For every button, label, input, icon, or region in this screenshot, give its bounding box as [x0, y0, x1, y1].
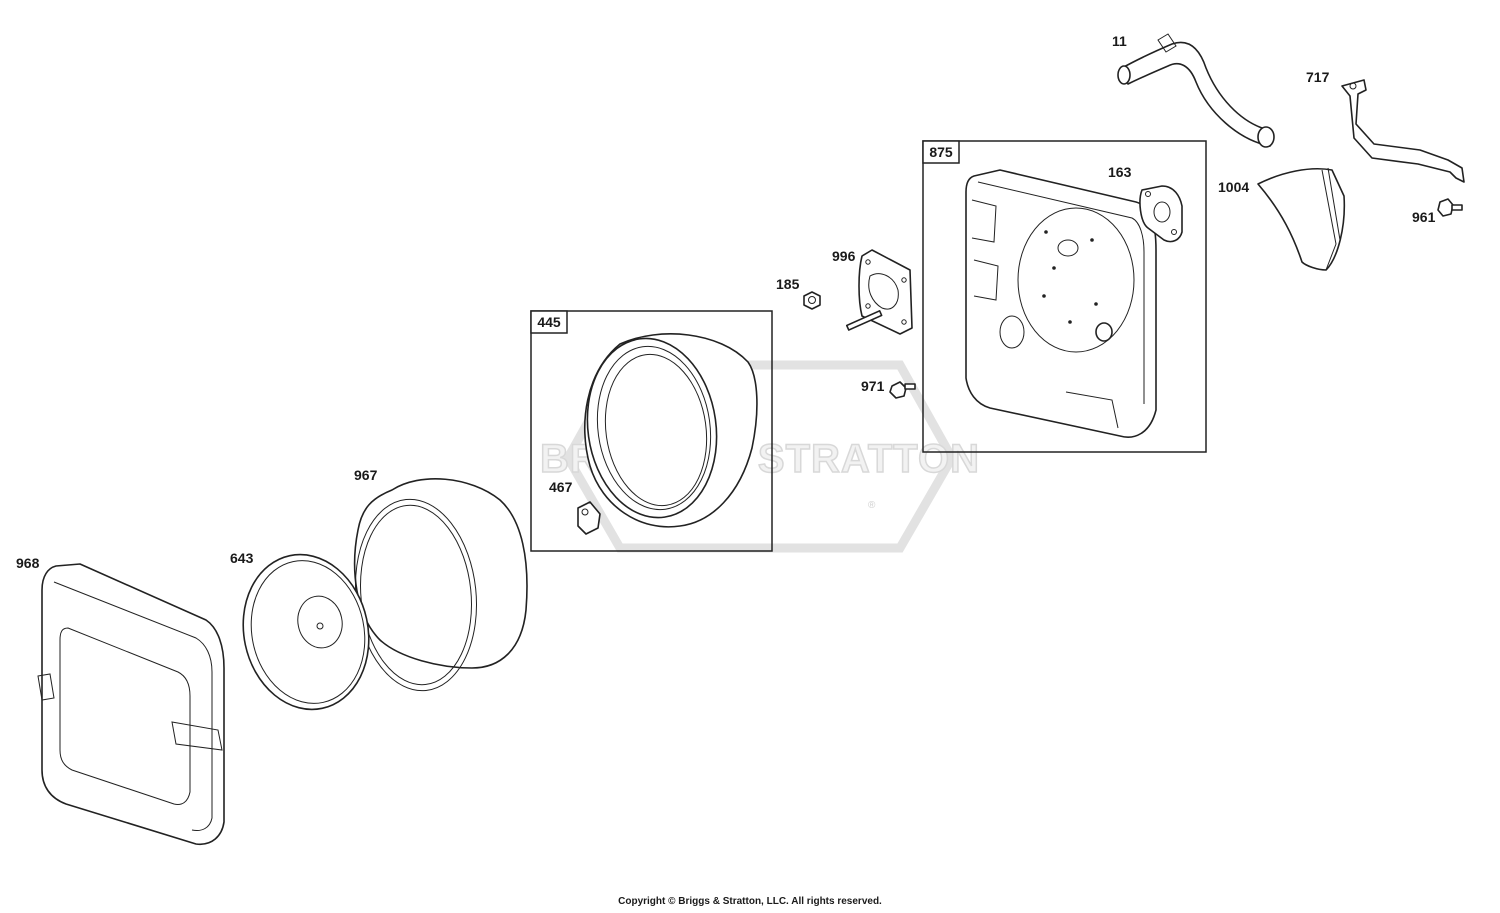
- box-label-445: 445: [537, 314, 561, 330]
- part-label-643: 643: [230, 550, 254, 566]
- part-label-717: 717: [1306, 69, 1330, 85]
- part-label-185: 185: [776, 276, 800, 292]
- part-1004-air-guide[interactable]: 1004: [1218, 167, 1346, 271]
- part-label-967: 967: [354, 467, 378, 483]
- box-label-875: 875: [929, 144, 953, 160]
- part-967-pre-cleaner[interactable]: 967: [346, 467, 528, 697]
- part-label-961: 961: [1412, 209, 1436, 225]
- part-label-163: 163: [1108, 164, 1132, 180]
- part-961-screw[interactable]: 961: [1412, 198, 1463, 225]
- assembly-box-445[interactable]: 445: [530, 310, 773, 552]
- part-875-air-cleaner-base[interactable]: [965, 169, 1157, 438]
- part-label-968: 968: [16, 555, 40, 571]
- part-label-996: 996: [832, 248, 856, 264]
- part-968-cover[interactable]: 968: [16, 555, 225, 846]
- part-996-base-plate[interactable]: 996: [832, 248, 913, 335]
- part-445-filter-ring[interactable]: [576, 330, 758, 528]
- part-label-971: 971: [861, 378, 885, 394]
- part-label-11: 11: [1112, 33, 1127, 49]
- part-717-bracket[interactable]: 717: [1306, 69, 1465, 183]
- part-11-breather-tube[interactable]: 11: [1112, 33, 1275, 148]
- assembly-box-875[interactable]: 875: [922, 140, 1207, 453]
- copyright-footer: Copyright © Briggs & Stratton, LLC. All …: [618, 896, 882, 907]
- part-185-nut[interactable]: 185: [776, 276, 821, 310]
- part-163-gasket[interactable]: 163: [1108, 164, 1183, 243]
- watermark-registered-mark: ®: [868, 500, 876, 511]
- part-971-screw[interactable]: 971: [861, 378, 916, 399]
- part-643-filter[interactable]: 643: [229, 543, 383, 721]
- part-label-1004: 1004: [1218, 179, 1249, 195]
- part-467-latch[interactable]: 467: [549, 479, 601, 535]
- part-label-467: 467: [549, 479, 573, 495]
